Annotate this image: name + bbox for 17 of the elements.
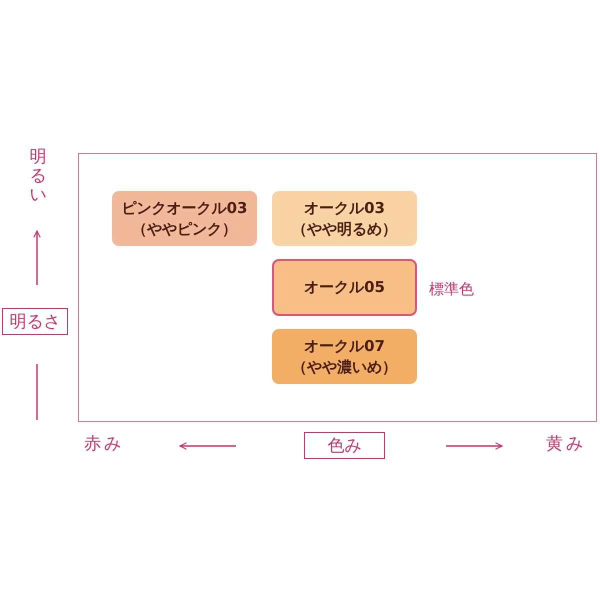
shade-name: オークル03 [304,198,385,218]
standard-label: 標準色 [429,278,474,300]
shade-swatch [272,329,417,384]
shade-name: オークル05 [304,277,385,298]
shade-swatch [112,191,257,246]
axis-title: 明るさ [2,308,68,335]
shade-name: オークル07 [304,336,385,356]
shade-note: （やや濃いめ） [292,356,397,378]
axis-end-label: 明るい [28,148,48,205]
shade-swatch [272,191,417,246]
shade-note: （ややピンク） [132,218,237,240]
shade-name: ピンクオークル03 [122,198,248,218]
axis-end-label: 黄み [546,434,586,454]
shade-note: （やや明るめ） [292,218,397,240]
axis-title: 色み [304,432,385,459]
axis-end-label: 赤み [84,434,124,454]
chart-frame [78,153,597,422]
